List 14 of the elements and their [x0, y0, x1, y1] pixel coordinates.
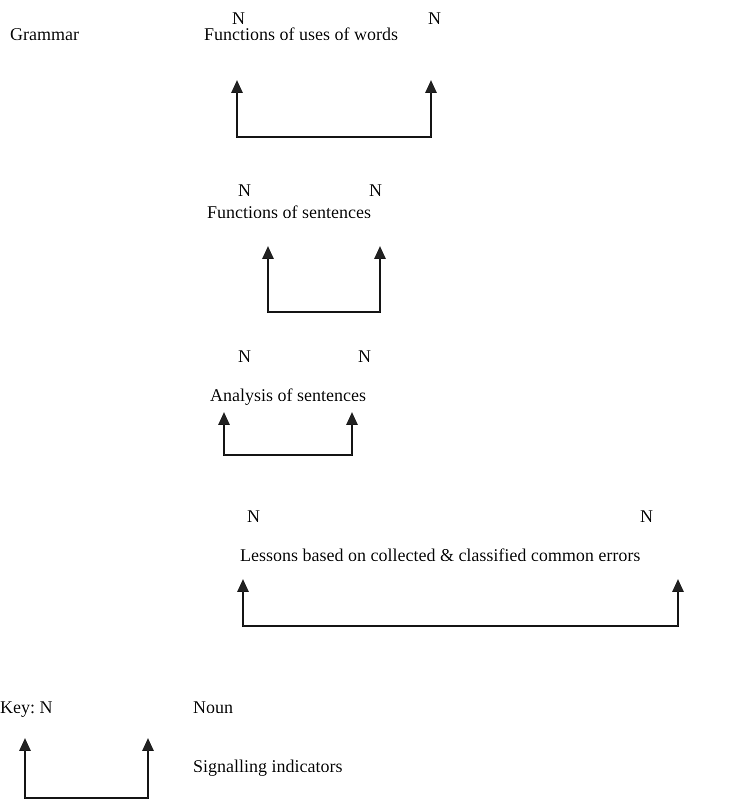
- key-label: Key: N: [0, 697, 52, 717]
- legend-label: Signalling indicators: [193, 756, 342, 776]
- noun-marker: N: [238, 346, 251, 366]
- noun-marker: N: [428, 8, 441, 28]
- heading-text: Grammar: [10, 24, 79, 44]
- noun-marker: N: [358, 346, 371, 366]
- noun-marker: N: [247, 506, 260, 526]
- phrase-text: Functions of sentences: [207, 202, 371, 222]
- legend-label: Noun: [193, 697, 233, 717]
- phrase-text: Lessons based on collected & classified common errors: [240, 545, 640, 565]
- noun-marker: N: [640, 506, 653, 526]
- noun-marker: N: [238, 180, 251, 200]
- noun-marker: N: [369, 180, 382, 200]
- phrase-text: Analysis of sentences: [210, 385, 366, 405]
